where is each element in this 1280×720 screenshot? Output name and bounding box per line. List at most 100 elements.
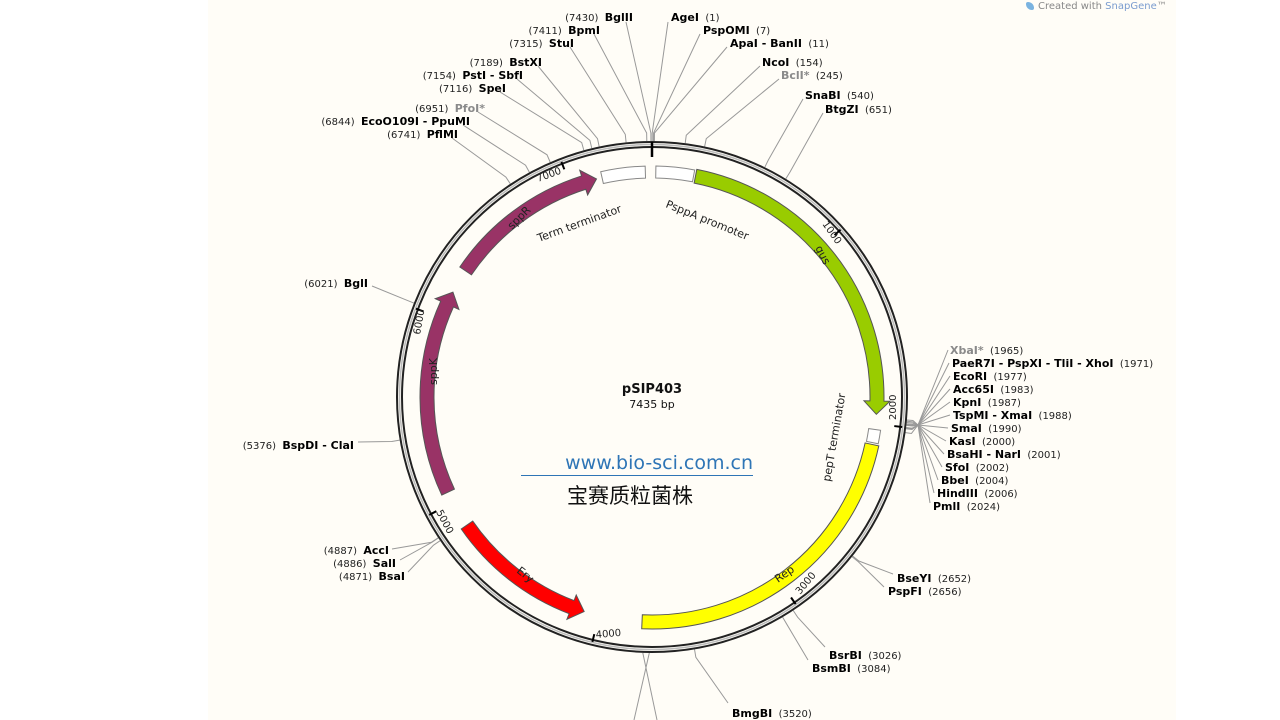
feature-pept-terminator[interactable]	[865, 428, 882, 445]
feature-term-terminator[interactable]	[600, 165, 647, 185]
site-label[interactable]: SfoI (2002)	[945, 461, 1009, 474]
site-label[interactable]: KpnI (1987)	[953, 396, 1021, 409]
site-position: (7154)	[423, 71, 456, 82]
site-name: PspFI	[888, 585, 922, 598]
site-position: (3084)	[857, 664, 890, 675]
site-label[interactable]: (4886) SalI	[333, 557, 396, 570]
site-label[interactable]: BtgZI (651)	[825, 103, 892, 116]
site-label[interactable]: (7315) StuI	[509, 37, 574, 50]
site-label[interactable]: TspMI - XmaI (1988)	[953, 409, 1072, 422]
feature-label: sppK	[427, 357, 440, 385]
site-line	[906, 375, 951, 426]
site-position: (4887)	[324, 546, 357, 557]
site-label[interactable]: KasI (2000)	[949, 435, 1015, 448]
site-position: (4886)	[333, 559, 366, 570]
site-label[interactable]: BseYI (2652)	[897, 572, 971, 585]
site-label[interactable]: PmlI (2024)	[933, 500, 1000, 513]
site-line	[499, 91, 585, 151]
feature-sppk[interactable]	[419, 291, 460, 496]
site-position: (3026)	[868, 651, 901, 662]
site-line	[451, 137, 511, 185]
site-line	[516, 78, 593, 149]
site-line	[764, 98, 804, 168]
site-label[interactable]: BbeI (2004)	[941, 474, 1009, 487]
tick-mark	[790, 596, 797, 605]
map-canvas	[208, 0, 1176, 720]
site-position: (651)	[865, 105, 892, 116]
site-label[interactable]: SmaI (1990)	[951, 422, 1022, 435]
site-label[interactable]: HindIII (2006)	[937, 487, 1018, 500]
site-line	[651, 21, 669, 142]
site-position: (7189)	[470, 58, 503, 69]
site-line	[684, 65, 761, 144]
site-position: (2001)	[1027, 450, 1060, 461]
site-name: BsaI	[379, 570, 405, 583]
feature-ery[interactable]	[460, 520, 585, 621]
site-name: SalI	[373, 557, 396, 570]
site-position: (1)	[705, 13, 719, 24]
site-label[interactable]: EcoRI (1977)	[953, 370, 1027, 383]
site-label[interactable]: SnaBI (540)	[805, 89, 874, 102]
site-position: (1987)	[988, 398, 1021, 409]
site-label[interactable]: PspOMI (7)	[703, 24, 770, 37]
site-position: (1988)	[1039, 411, 1072, 422]
brand-name: SnapGene	[1105, 1, 1157, 12]
site-lines	[357, 21, 951, 720]
site-position: (7430)	[565, 13, 598, 24]
site-label[interactable]: NcoI (154)	[762, 56, 823, 69]
site-line	[407, 540, 441, 573]
tick-mark	[591, 633, 596, 643]
site-label[interactable]: BmgBI (3520)	[732, 707, 812, 720]
site-label[interactable]: XbaI* (1965)	[950, 344, 1023, 357]
site-position: (2652)	[938, 574, 971, 585]
site-name: SfoI	[945, 461, 969, 474]
site-label[interactable]: (4871) BsaI	[339, 570, 405, 583]
site-label[interactable]: (7154) PstI - SbfI	[423, 69, 523, 82]
brand-mark: ™	[1156, 1, 1167, 12]
site-label[interactable]: BsmBI (3084)	[812, 662, 891, 675]
site-label[interactable]: BsrBI (3026)	[829, 649, 902, 662]
brand-prefix: Created with	[1038, 1, 1102, 12]
tick-mark	[894, 425, 903, 429]
site-label[interactable]: (7116) SpeI	[439, 82, 506, 95]
site-label[interactable]: PaeR7I - PspXI - TliI - XhoI (1971)	[952, 357, 1153, 370]
site-label[interactable]: BclI* (245)	[781, 69, 843, 82]
feature-sppr[interactable]	[459, 169, 598, 276]
site-label[interactable]: (7411) BpmI	[529, 24, 600, 37]
feature-psppa-promoter[interactable]	[655, 165, 696, 183]
site-name: BsmBI	[812, 662, 851, 675]
feature-gus[interactable]	[693, 168, 892, 416]
site-label[interactable]: (7430) BglII	[565, 11, 633, 24]
site-line	[906, 424, 949, 429]
site-label[interactable]: (6741) PflMI	[387, 128, 458, 141]
site-label[interactable]: PspFI (2656)	[888, 585, 962, 598]
site-line	[905, 424, 935, 494]
site-label[interactable]: (6951) PfoI*	[415, 102, 485, 115]
site-position: (6741)	[387, 130, 420, 141]
tick-mark	[833, 229, 842, 236]
site-name: EcoRI	[953, 370, 987, 383]
site-label[interactable]: ApaI - BanII (11)	[730, 37, 829, 50]
site-position: (5376)	[243, 441, 276, 452]
site-name: ApaI - BanII	[730, 37, 802, 50]
feature-rep[interactable]	[641, 442, 880, 630]
site-name: BglII	[605, 11, 633, 24]
site-line	[653, 33, 701, 142]
site-label[interactable]: (5376) BspDI - ClaI	[243, 439, 354, 452]
site-name: BsrBI	[829, 649, 862, 662]
site-label[interactable]: AgeI (1)	[671, 11, 720, 24]
site-label[interactable]: BsaHI - NarI (2001)	[947, 448, 1061, 461]
site-position: (1965)	[990, 346, 1023, 357]
site-line	[399, 537, 439, 561]
watermark-link[interactable]: www.bio-sci.com.cn	[521, 452, 753, 476]
site-name: StuI	[549, 37, 574, 50]
tick-mark	[428, 510, 437, 516]
site-label[interactable]: (4887) AccI	[324, 544, 389, 557]
site-label[interactable]: Acc65I (1983)	[953, 383, 1034, 396]
site-label[interactable]: (6844) EcoO109I - PpuMI	[321, 115, 470, 128]
tick-mark	[415, 307, 424, 313]
site-label[interactable]: (6021) BglI	[304, 277, 368, 290]
site-position: (6021)	[304, 279, 337, 290]
site-name: BglI	[344, 277, 368, 290]
site-label[interactable]: (7189) BstXI	[470, 56, 542, 69]
